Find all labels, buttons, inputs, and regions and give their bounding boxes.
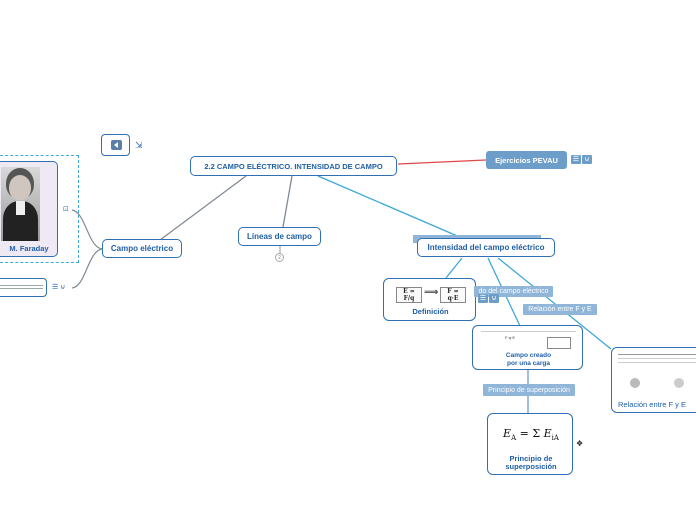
definicion-formula-b: F = q·E [440,287,466,303]
campo-creado-node[interactable]: F·q·E Campo creado por una carga [472,325,583,370]
relacion-label: Relación entre F y E [618,400,686,409]
principio-label-1: Principio de [509,454,553,463]
triangle-left-icon [111,140,122,150]
faraday-caption: M. Faraday [9,244,49,253]
relacion-tag[interactable]: Relación entre F y E [523,304,597,315]
intensidad-node[interactable]: Intensidad del campo eléctrico [417,238,555,257]
back-button[interactable] [101,134,130,156]
central-topic-label: 2.2 CAMPO ELÉCTRICO. INTENSIDAD DE CAMPO [204,161,383,171]
campo-creado-label-2: por una carga [507,360,550,367]
edge-central-campo [159,175,247,241]
faraday-node[interactable]: M. Faraday [0,161,58,257]
central-topic[interactable]: 2.2 CAMPO ELÉCTRICO. INTENSIDAD DE CAMPO [190,156,397,176]
ejercicios-node[interactable]: Ejercicios PEVAU [486,151,567,169]
intensidad-label: Intensidad del campo eléctrico [427,243,545,252]
principio-label-2: superposición [505,462,557,471]
arrow-right-icon: ⟹ [424,287,439,298]
superposicion-formula: EA = Σ EiA [503,427,559,443]
definicion-node[interactable]: E = F/q ⟹ F = q·E Definición [383,278,476,321]
faraday-frame [0,155,79,263]
notes-icon-definicion[interactable]: ☰ [478,294,488,303]
note-node[interactable] [0,278,47,297]
relacion-thumbnail [618,352,696,394]
edge-central-ejercicios [397,159,487,165]
campo-creado-thumbnail: F·q·E [481,331,576,350]
faraday-portrait [1,167,40,241]
attachment-icon-definicion[interactable]: ⊍ [489,294,499,303]
principio-tag[interactable]: Principio de superposición [483,384,575,396]
definicion-tag[interactable]: do del campo eléctrico [474,286,553,297]
note-text-thumbnail [0,279,46,289]
lineas-de-campo-node[interactable]: Líneas de campo [238,227,321,246]
chevron-icon[interactable]: ❖ [576,439,584,448]
ejercicios-label: Ejercicios PEVAU [495,155,558,165]
edge-central-intensidad [317,175,463,239]
lineas-de-campo-label: Líneas de campo [247,232,312,241]
notes-icon-left[interactable]: ☰ ⊍ [52,284,66,291]
campo-creado-label-1: Campo creado [505,352,552,359]
definicion-formula-a: E = F/q [396,287,422,303]
definicion-label: Definición [412,307,449,316]
campo-electrico-label: Campo eléctrico [110,244,174,253]
principio-node[interactable]: EA = Σ EiA Principio de superposición [487,413,573,475]
notes-icon[interactable]: ☰ [571,155,581,164]
edge-intensidad-relacion [497,257,612,350]
arrows-in-icon[interactable]: ⇲ [135,140,143,150]
children-counter[interactable]: 2 [275,253,284,262]
campo-electrico-node[interactable]: Campo eléctrico [102,239,182,258]
edge-central-lineas [282,175,293,228]
attachment-icon[interactable]: ⊍ [582,155,592,164]
edge-campo-note [71,248,104,289]
edge-campo-faraday [71,209,104,250]
link-icon[interactable]: ⊡ [63,206,69,213]
edge-intensidad-definicion [445,257,463,279]
relacion-node[interactable]: Relación entre F y E [611,347,696,413]
